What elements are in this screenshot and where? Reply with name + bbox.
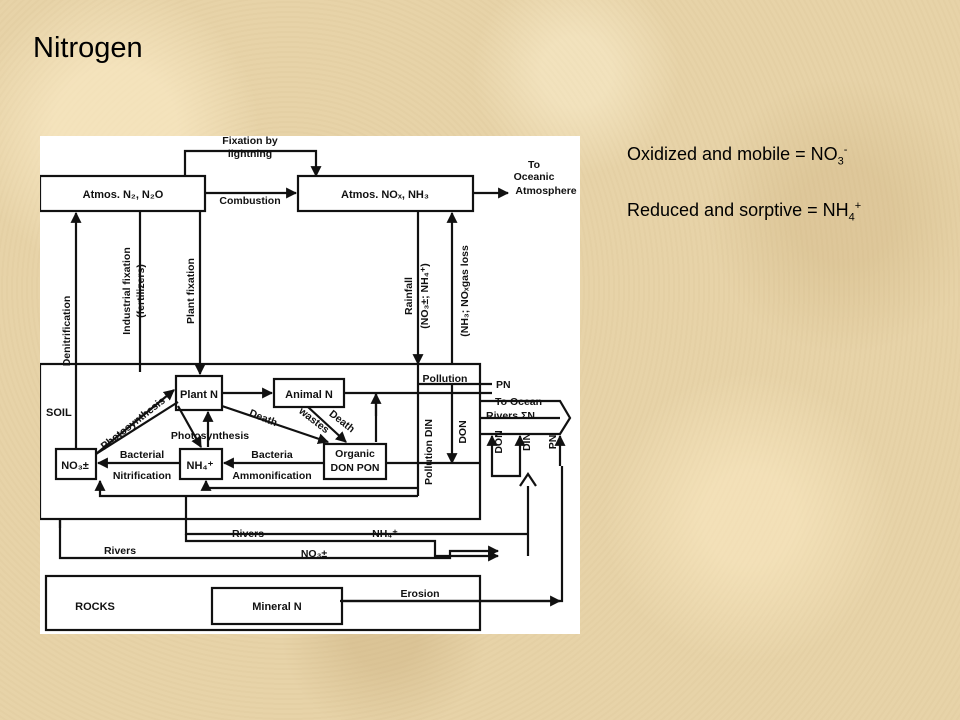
atmos-nox-label: Atmos. NOₓ, NH₃ bbox=[341, 189, 429, 201]
no3-box-label: NO₃± bbox=[61, 460, 89, 472]
din-small-label: DIN bbox=[521, 433, 533, 451]
slide-title: Nitrogen bbox=[33, 32, 143, 64]
atmos-n2-label: Atmos. N₂, N₂O bbox=[83, 189, 164, 201]
death-label-2: Death bbox=[327, 408, 357, 435]
wastes-label: wastes bbox=[296, 405, 332, 437]
photosynthesis-label: Photosynthesis bbox=[171, 430, 249, 442]
nh4-river-label: NH₄⁺ bbox=[372, 528, 398, 540]
rainfall-label-1: Rainfall bbox=[403, 277, 415, 315]
pollution-label: Pollution bbox=[423, 373, 468, 385]
nitrogen-cycle-svg: Atmos. N₂, N₂O Atmos. NOₓ, NH₃ Fixation … bbox=[40, 136, 577, 632]
organic-box bbox=[322, 442, 388, 481]
nh4-box bbox=[178, 447, 224, 481]
animal-n-box bbox=[272, 377, 346, 409]
rocks-box bbox=[44, 574, 482, 632]
rivers-no3-label: Rivers bbox=[104, 545, 136, 557]
photosynthesis-diagonal-label: Photosynthesis bbox=[99, 395, 168, 453]
fixation-lightning-label-1: Fixation by bbox=[222, 136, 278, 147]
ammonification-label: Ammonification bbox=[232, 470, 311, 482]
erosion-label: Erosion bbox=[400, 588, 439, 600]
bacteria-label: Bacteria bbox=[251, 449, 293, 461]
gas-loss-label: (NH₃; NOₓgas loss bbox=[459, 245, 471, 337]
rocks-label: ROCKS bbox=[75, 601, 115, 613]
mineral-n-box bbox=[210, 586, 344, 626]
industrial-fixation-label-2: (fertilizers) bbox=[135, 264, 147, 318]
plant-n-label: Plant N bbox=[180, 389, 218, 401]
don-vertical-label: DON bbox=[457, 420, 469, 443]
rainfall-label-2: (NO₃±; NH₄⁺) bbox=[419, 263, 431, 329]
to-oceanic-label-3: Atmosphere bbox=[515, 185, 576, 197]
rivers-nh4-label: Rivers bbox=[232, 528, 264, 540]
to-oceanic-label-2: Oceanic bbox=[514, 171, 555, 183]
plant-fixation-label: Plant fixation bbox=[185, 258, 197, 324]
pn-top-label: PN bbox=[496, 379, 511, 391]
organic-label-1: Organic bbox=[335, 448, 375, 460]
pn-small-label: PN bbox=[547, 435, 559, 450]
industrial-fixation-label-1: Industrial fixation bbox=[121, 247, 133, 335]
soil-label: SOIL bbox=[46, 407, 72, 419]
nitrogen-cycle-diagram: Atmos. N₂, N₂O Atmos. NOₓ, NH₃ Fixation … bbox=[40, 136, 580, 634]
atmos-nox-box bbox=[296, 174, 475, 213]
mineral-n-label: Mineral N bbox=[252, 601, 302, 613]
soil-box bbox=[40, 362, 482, 521]
fixation-lightning-label-2: lightning bbox=[228, 148, 272, 160]
death-label-1: Death bbox=[247, 407, 279, 429]
animal-n-label: Animal N bbox=[285, 389, 333, 401]
denitrification-label: Denitrification bbox=[61, 296, 73, 367]
rivers-sum-label: Rivers ΣN bbox=[486, 410, 535, 422]
pollution-din-label: Pollution DIN bbox=[423, 419, 435, 485]
no3-river-label: NO₃± bbox=[301, 548, 328, 560]
to-ocean-label: To Ocean bbox=[495, 396, 542, 408]
organic-label-2: DON PON bbox=[330, 462, 379, 474]
bacterial-label: Bacterial bbox=[120, 449, 164, 461]
oxidized-note: Oxidized and mobile = NO3- bbox=[627, 144, 848, 168]
don-small-label: DON bbox=[493, 430, 505, 453]
nh4-box-label: NH₄⁺ bbox=[187, 460, 214, 472]
reduced-note: Reduced and sorptive = NH4+ bbox=[627, 200, 862, 224]
to-oceanic-label-1: To bbox=[528, 159, 540, 171]
combustion-label: Combustion bbox=[219, 195, 280, 207]
nitrification-label: Nitrification bbox=[113, 470, 171, 482]
